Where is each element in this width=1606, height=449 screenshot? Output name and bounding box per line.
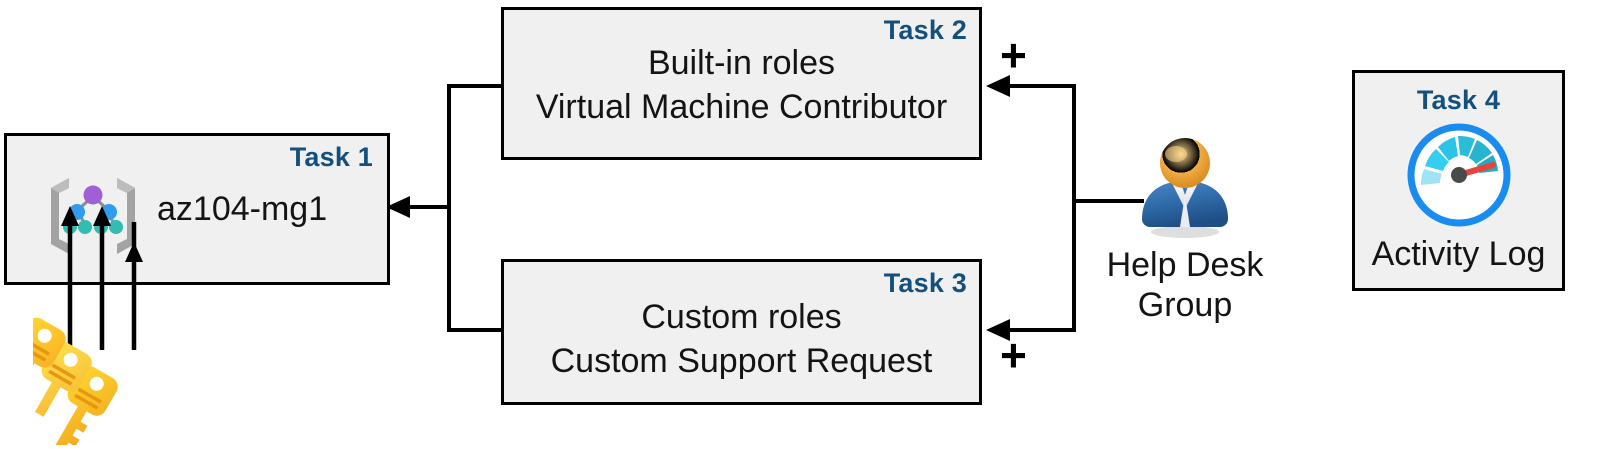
arrowhead-into-task1 xyxy=(386,196,410,218)
task-2-text: Built-in roles Virtual Machine Contribut… xyxy=(535,44,948,126)
connector-helpdesk-stub xyxy=(1072,199,1144,203)
task-3-label: Task 3 xyxy=(883,268,967,298)
keys-arrows xyxy=(61,206,143,350)
arrowhead-into-task2 xyxy=(986,75,1010,97)
task-1-label: Task 1 xyxy=(289,142,373,172)
help-desk-group[interactable]: Help Desk Group xyxy=(1090,133,1280,325)
user-group-icon xyxy=(1142,138,1228,238)
task-1-box[interactable]: Task 1 xyxy=(4,133,390,285)
connector-right-vertical xyxy=(1072,84,1076,332)
connector-to-task1-horizontal xyxy=(404,205,451,209)
task-2-box[interactable]: Task 2 Built-in roles Virtual Machine Co… xyxy=(501,7,982,160)
task-2-label: Task 2 xyxy=(883,15,967,45)
plus-sign-bottom: + xyxy=(1000,329,1027,381)
task-4-text: Activity Log xyxy=(1371,235,1546,273)
task-3-text: Custom roles Custom Support Request xyxy=(550,298,933,380)
task-4-label: Task 4 xyxy=(1416,85,1501,115)
keys-icon xyxy=(33,317,118,445)
plus-sign-top: + xyxy=(1000,29,1027,81)
help-desk-group-label: Help Desk Group xyxy=(1106,246,1264,325)
connector-task2-left-stub xyxy=(447,84,505,88)
task-1-text: az104-mg1 xyxy=(157,190,328,228)
task-3-box[interactable]: Task 3 Custom roles Custom Support Reque… xyxy=(501,259,982,405)
arrowhead-into-task3 xyxy=(986,319,1010,341)
connector-task3-left-stub xyxy=(447,328,505,332)
task-4-box[interactable]: Task 4 Activity Log xyxy=(1352,70,1565,291)
connector-task2-right-stub xyxy=(1006,84,1076,88)
connector-task3-right-stub xyxy=(1006,328,1076,332)
activity-log-gauge-icon xyxy=(1407,123,1510,227)
